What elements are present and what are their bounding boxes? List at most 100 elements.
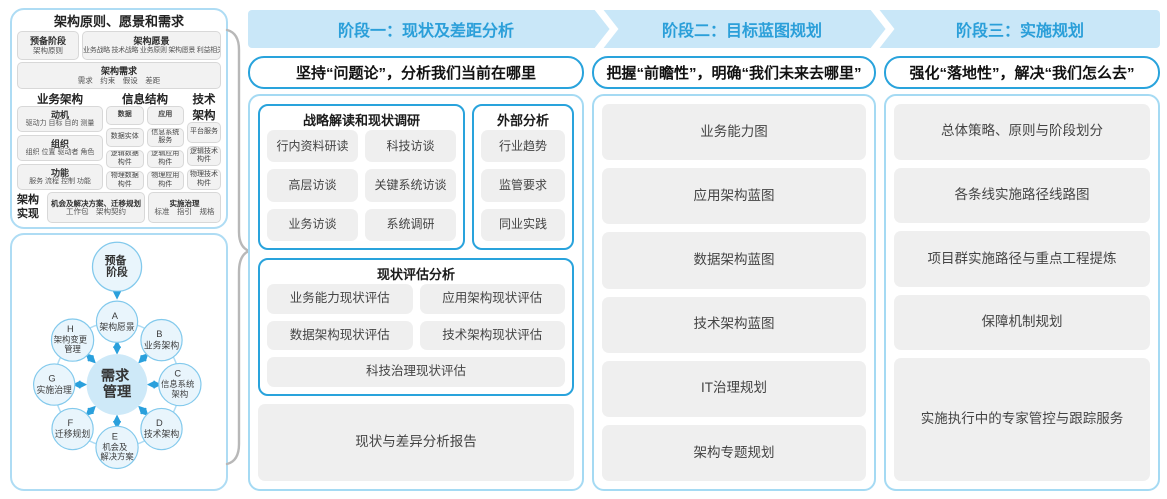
list-item: IT治理规划	[602, 360, 866, 417]
list-item: 项目群实施路径与重点工程提炼	[894, 231, 1150, 287]
phase3-panel: 总体策略、原则与阶段划分 各条线实施路径线路图 项目群实施路径与重点工程提炼 保…	[884, 94, 1160, 491]
node-label: 信息系统	[161, 379, 194, 389]
svg-text:B 业务架构: B 业务架构	[144, 324, 179, 350]
data-item: 物理数据构件	[106, 171, 144, 190]
information-struct-header: 信息结构	[122, 94, 168, 106]
box-title: 架构需求	[100, 65, 137, 76]
domain-headers: 业务架构 信息结构 技术架构	[17, 91, 221, 122]
tech-item: 逻辑技术构件	[187, 145, 221, 167]
adm-node-h: H 架构变更 管理	[50, 318, 95, 362]
phase2-header: 阶段二：目标蓝图规划	[661, 23, 822, 40]
node-label: 管理	[64, 344, 81, 354]
box-title: 功能	[50, 167, 69, 178]
box-sub: 驱动力 目标 目的 测量	[25, 120, 95, 128]
svg-text:C 信息系统 架构: C 信息系统 架构	[161, 364, 199, 399]
app-item: 物理应用构件	[146, 171, 184, 190]
list-item: 关键系统访谈	[365, 169, 456, 202]
box-sub: 业务战略 技术战略 业务原则 架构愿景 利益相关者	[83, 46, 221, 54]
function-box: 功能 服务 流程 控制 功能	[17, 164, 103, 190]
tech-item: 平台服务	[187, 122, 221, 143]
phase1-header: 阶段一：现状及差距分析	[337, 23, 514, 40]
architecture-vision-box: 架构愿景 业务战略 技术战略 业务原则 架构愿景 利益相关者	[82, 31, 221, 60]
data-item: 逻辑数据构件	[106, 149, 144, 169]
gap-analysis-report-item: 现状与差异分析报告	[258, 404, 574, 481]
box-title: 预备阶段	[29, 35, 66, 46]
application-subcolumn: 应用 信息系统服务 逻辑应用构件 物理应用构件	[146, 106, 184, 190]
architecture-implementation-row: 架构实现 机会及解决方案、迁移规划 工作包 架构契约 实施治理 标准 指引 规格	[17, 192, 221, 223]
prep-line: 预备	[105, 254, 127, 267]
architecture-principles-panel: 架构原则、愿景和需求 预备阶段 架构原则 架构愿景 业务战略 技术战略 业务原则…	[10, 8, 228, 229]
phase3-header: 阶段三：实施规划	[955, 23, 1084, 40]
list-item: 科技治理现状评估	[267, 357, 565, 387]
box-title: 架构愿景	[133, 36, 170, 47]
node-id: A	[112, 311, 119, 321]
phase2-panel: 业务能力图 应用架构蓝图 数据架构蓝图 技术架构蓝图 IT治理规划 架构专题规划	[592, 94, 876, 491]
node-label: 架构变更	[54, 334, 88, 344]
node-id: B	[156, 329, 162, 339]
adm-node-e: E 机会及 解决方案	[95, 425, 139, 470]
business-arch-column: 动机 驱动力 目标 目的 测量 组织 组织 位置 驱动者 角色 功能 服务 流程…	[17, 106, 103, 190]
box-title: 战略解读和现状调研	[302, 113, 420, 128]
panel-title: 架构原则、愿景和需求	[53, 14, 184, 29]
svg-text:F 迁移规划: F 迁移规划	[55, 413, 90, 439]
node-label: 架构愿景	[99, 321, 134, 332]
app-item: 逻辑应用构件	[146, 149, 184, 169]
box-sub: 组织 位置 驱动者 角色	[25, 149, 95, 157]
list-item: 应用架构现状评估	[419, 284, 565, 314]
external-items: 行业趋势 监管要求 同业实践	[481, 130, 565, 241]
app-header: 应用	[146, 106, 184, 125]
motivation-box: 动机 驱动力 目标 目的 测量	[17, 106, 103, 132]
implementation-governance-box: 实施治理 标准 指引 规格	[147, 192, 221, 223]
list-item: 技术架构现状评估	[419, 320, 565, 351]
node-id: F	[68, 418, 74, 428]
list-item: 各条线实施路径线路图	[894, 167, 1150, 224]
list-item: 总体策略、原则与阶段划分	[894, 104, 1150, 160]
data-header: 数据	[106, 106, 144, 125]
node-id: D	[156, 418, 163, 428]
box-sub: 服务 流程 控制 功能	[29, 178, 91, 186]
list-item: 数据架构现状评估	[267, 320, 413, 351]
node-label: 解决方案	[100, 452, 134, 462]
list-item: 科技访谈	[365, 130, 456, 163]
list-item: 同业实践	[481, 208, 565, 241]
adm-node-f: F 迁移规划	[51, 407, 94, 451]
data-subcolumn: 数据 数据实体 逻辑数据构件 物理数据构件	[106, 106, 144, 190]
adm-prep-node: 预备 阶段	[91, 241, 143, 292]
implementation-label: 架构实现	[17, 194, 39, 220]
preparation-phase-box: 预备阶段 架构原则	[17, 31, 79, 60]
technology-arch-header: 技术架构	[192, 94, 216, 122]
phase1-research-row: 战略解读和现状调研 行内资料研读 科技访谈 高层访谈 关键系统访谈 业务访谈 系…	[258, 104, 574, 250]
node-label: 迁移规划	[55, 428, 90, 439]
phase1-subtitle: 坚持“问题论”，分析我们当前在哪里	[248, 56, 584, 89]
list-item: 系统调研	[365, 208, 456, 241]
list-item: 保障机制规划	[894, 294, 1150, 351]
phase3-subtitle: 强化“落地性”，解决“我们怎么去”	[884, 56, 1160, 89]
list-item: 技术架构蓝图	[602, 296, 866, 353]
list-item: 业务能力现状评估	[267, 284, 413, 314]
strategy-research-box: 战略解读和现状调研 行内资料研读 科技访谈 高层访谈 关键系统访谈 业务访谈 系…	[258, 104, 465, 250]
adm-arrows	[72, 339, 162, 430]
list-item: 业务能力图	[602, 104, 866, 161]
svg-text:H 架构变更 管理: H 架构变更 管理	[54, 319, 92, 354]
center-line: 管理	[103, 382, 132, 400]
opportunity-migration-box: 机会及解决方案、迁移规划 工作包 架构契约	[47, 192, 145, 223]
node-label: 机会及	[102, 442, 128, 452]
phase2-subtitle: 把握“前瞻性”，明确“我们未来去哪里”	[592, 56, 876, 89]
box-sub: 工作包 架构契约	[65, 206, 126, 216]
technology-arch-column: 平台服务 逻辑技术构件 物理技术构件	[187, 106, 221, 191]
phase1-panel: 战略解读和现状调研 行内资料研读 科技访谈 高层访谈 关键系统访谈 业务访谈 系…	[248, 94, 584, 491]
adm-cycle-panel: 预备 阶段 需求 管理	[10, 233, 228, 491]
list-item: 架构专题规划	[602, 424, 866, 482]
list-item: 行内资料研读	[267, 130, 358, 163]
svg-text:A 架构愿景: A 架构愿景	[99, 306, 134, 332]
node-id: H	[67, 324, 74, 334]
node-label: 业务架构	[144, 339, 179, 350]
center-line: 需求	[101, 367, 130, 385]
list-item: 数据架构蓝图	[602, 232, 866, 289]
box-title: 现状评估分析	[376, 267, 455, 282]
assessment-analysis-box: 现状评估分析 业务能力现状评估 应用架构现状评估 数据架构现状评估 技术架构现状…	[258, 258, 574, 396]
strategy-items-grid: 行内资料研读 科技访谈 高层访谈 关键系统访谈 业务访谈 系统调研	[267, 130, 456, 241]
adm-node-a: A 架构愿景	[95, 300, 139, 343]
assessment-items-grid: 业务能力现状评估 应用架构现状评估 数据架构现状评估 技术架构现状评估 科技治理…	[267, 284, 565, 387]
